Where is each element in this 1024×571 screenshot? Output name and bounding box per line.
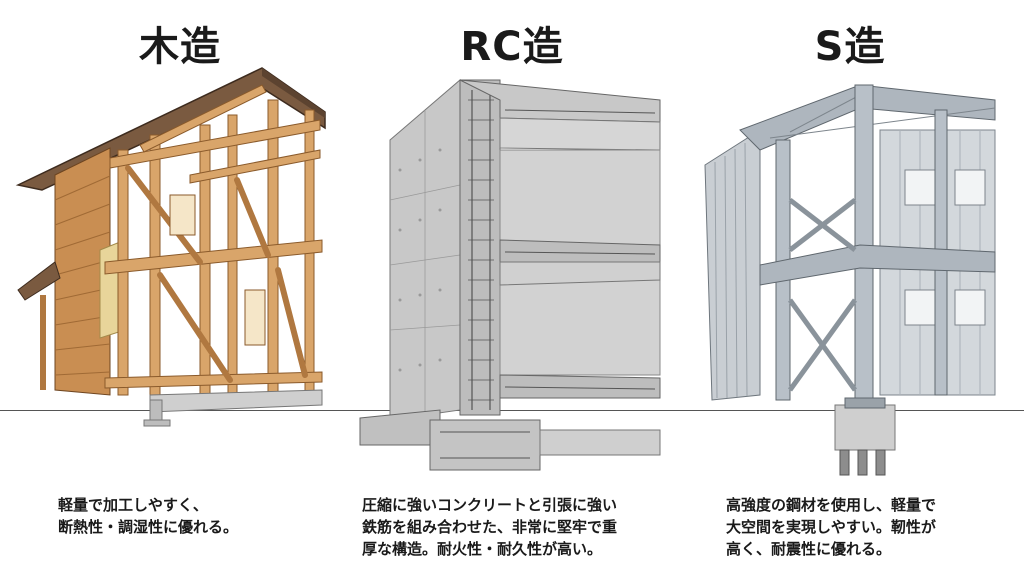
ground-line [0,410,1024,411]
steel-title: S造 [814,24,886,70]
wood-structure-illustration [15,67,326,427]
wood-title: 木造 [139,24,221,70]
rc-title: RC造 [460,24,564,70]
structure-illustrations [15,67,996,476]
rc-caption: 圧縮に強いコンクリートと引張に強い 鉄筋を組み合わせた、非常に堅牢で重 厚な構造… [362,496,618,558]
rc-structure-illustration [359,78,661,471]
steel-caption: 高強度の鋼材を使用し、軽量で 大空間を実現しやすい。靭性が 高く、耐震性に優れる… [726,496,937,558]
wood-caption: 軽量で加工しやすく、 断熱性・調湿性に優れる。 [58,496,239,536]
steel-structure-illustration [704,84,996,476]
